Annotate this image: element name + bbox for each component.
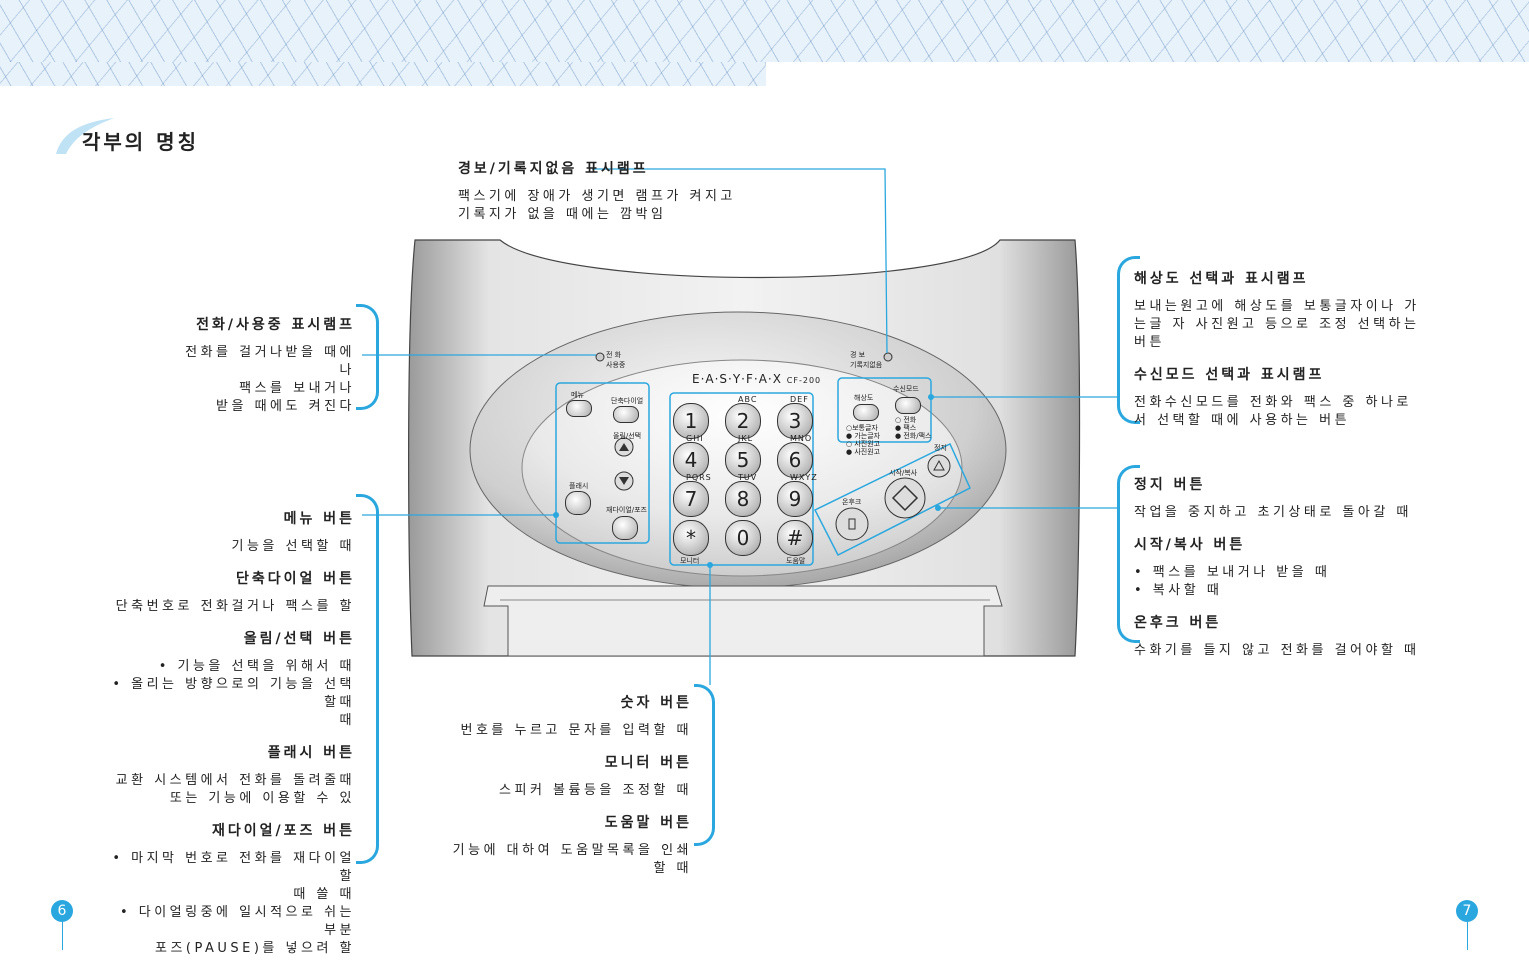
callout-heading: 단축다이얼 버튼 xyxy=(235,571,355,587)
resolution-options: ○보통글자● 가는글자○ 사진원고● 사진원고 xyxy=(846,424,881,456)
key-letters: WXYZ xyxy=(790,473,818,482)
key-letters: ABC xyxy=(738,395,758,404)
key-star[interactable]: * xyxy=(673,520,709,556)
callout-heading: 시작/복사 버튼 xyxy=(1134,537,1246,553)
page-line xyxy=(1467,922,1468,950)
onhook-button[interactable] xyxy=(836,508,868,540)
page-number-right: 7 xyxy=(1456,900,1478,922)
start-copy-label: 시작/복사 xyxy=(889,469,918,477)
up-select-label: 올림/선택 xyxy=(613,432,642,440)
key-6[interactable]: 6 xyxy=(777,442,813,478)
down-button[interactable] xyxy=(615,472,633,490)
callout-text: 수화기를 들지 않고 전화를 걸어야할 때 xyxy=(1134,643,1420,658)
bracket xyxy=(1117,465,1140,643)
callout-heading: 정지 버튼 xyxy=(1134,477,1206,493)
callout-text: 기능에 대하여 도움말목록을 인쇄할 때 xyxy=(452,843,692,876)
key-5[interactable]: 5 xyxy=(725,442,761,478)
key-2[interactable]: 2 xyxy=(725,403,761,439)
callout-text: • 팩스를 보내거나 받을 때• 복사할 때 xyxy=(1134,565,1331,598)
up-select-button[interactable] xyxy=(615,438,633,456)
key-3[interactable]: 3 xyxy=(777,403,813,439)
flash-button[interactable] xyxy=(565,491,591,515)
key-letters: JKL xyxy=(738,434,754,443)
callout-heading: 플래시 버튼 xyxy=(267,745,355,761)
bracket xyxy=(356,494,379,864)
redial-pause-button[interactable] xyxy=(612,516,638,540)
rx-mode-options: ○ 전화● 팩스● 전화/팩스 xyxy=(895,416,932,440)
flash-label: 플래시 xyxy=(569,482,589,490)
rx-mode-label: 수신모드 xyxy=(893,385,919,393)
key-8[interactable]: 8 xyxy=(725,481,761,517)
led-alarm-label: 경 보 기록지없음 xyxy=(850,351,883,369)
callout-text: 단축번호로 전화걸거나 팩스를 할 xyxy=(115,599,355,614)
key-hash[interactable]: # xyxy=(777,520,813,556)
bracket xyxy=(356,304,379,410)
bracket xyxy=(694,684,715,846)
key-7[interactable]: 7 xyxy=(673,481,709,517)
callout-heading: 도움말 버튼 xyxy=(604,815,692,831)
callout-text: 작업을 중지하고 초기상태로 돌아갈 때 xyxy=(1134,505,1412,520)
stop-button[interactable] xyxy=(928,455,950,477)
page-line xyxy=(62,922,63,950)
callout-heading: 메뉴 버튼 xyxy=(283,511,355,527)
callout-heading: 재다이얼/포즈 버튼 xyxy=(211,823,355,839)
bracket xyxy=(1117,256,1140,424)
title-swoosh-icon xyxy=(56,118,114,154)
monitor-label: 모니터 xyxy=(680,557,700,565)
page-number-left: 6 xyxy=(51,900,73,922)
speed-dial-button[interactable] xyxy=(613,406,639,423)
led-phone-label: 전 화 사용중 xyxy=(606,351,626,369)
key-letters: GHI xyxy=(686,434,704,443)
callout-heading: 온후크 버튼 xyxy=(1134,615,1222,631)
onhook-label: 온후크 xyxy=(842,498,862,506)
page-title: 각부의 명칭 xyxy=(82,130,199,154)
alarm-lamp-callout: 경보/기록지없음 표시램프 팩스기에 장애가 생기면 램프가 켜지고 기록지가 … xyxy=(458,160,758,238)
callout-text: 팩스기에 장애가 생기면 램프가 켜지고 기록지가 없을 때에는 깜박임 xyxy=(458,189,736,222)
redial-pause-label: 재다이얼/포즈 xyxy=(606,506,647,514)
start-copy-button[interactable] xyxy=(885,478,925,518)
key-letters: TUV xyxy=(738,473,758,482)
resolution-button[interactable] xyxy=(853,404,879,421)
callout-heading: 올림/선택 버튼 xyxy=(243,631,355,647)
callout-heading: 모니터 버튼 xyxy=(604,755,692,771)
callout-heading: 전화/사용중 표시램프 xyxy=(196,317,355,333)
callout-text: 스피커 볼륨등을 조정할 때 xyxy=(499,783,692,798)
rx-mode-button[interactable] xyxy=(895,397,921,414)
callout-text: 번호를 누르고 문자를 입력할 때 xyxy=(460,723,692,738)
key-letters: MNO xyxy=(790,434,813,443)
speed-dial-label: 단축다이얼 xyxy=(611,397,644,405)
key-letters: PQRS xyxy=(686,473,712,482)
callout-heading: 숫자 버튼 xyxy=(620,695,692,711)
callout-text: 기능을 선택할 때 xyxy=(231,539,355,554)
key-9[interactable]: 9 xyxy=(777,481,813,517)
callout-heading: 경보/기록지없음 표시램프 xyxy=(458,161,649,177)
key-1[interactable]: 1 xyxy=(673,403,709,439)
device-brand: E·A·S·Y·F·A·X CF-200 xyxy=(692,372,822,386)
menu-button[interactable] xyxy=(566,400,592,417)
key-4[interactable]: 4 xyxy=(673,442,709,478)
header-pattern-tab xyxy=(0,62,766,86)
key-0[interactable]: 0 xyxy=(725,520,761,556)
menu-label: 메뉴 xyxy=(571,391,584,399)
help-label: 도움말 xyxy=(786,557,806,565)
header-pattern xyxy=(0,0,1529,62)
resolution-label: 해상도 xyxy=(854,394,874,402)
stop-label: 정지 xyxy=(934,444,947,452)
key-letters: DEF xyxy=(790,395,809,404)
